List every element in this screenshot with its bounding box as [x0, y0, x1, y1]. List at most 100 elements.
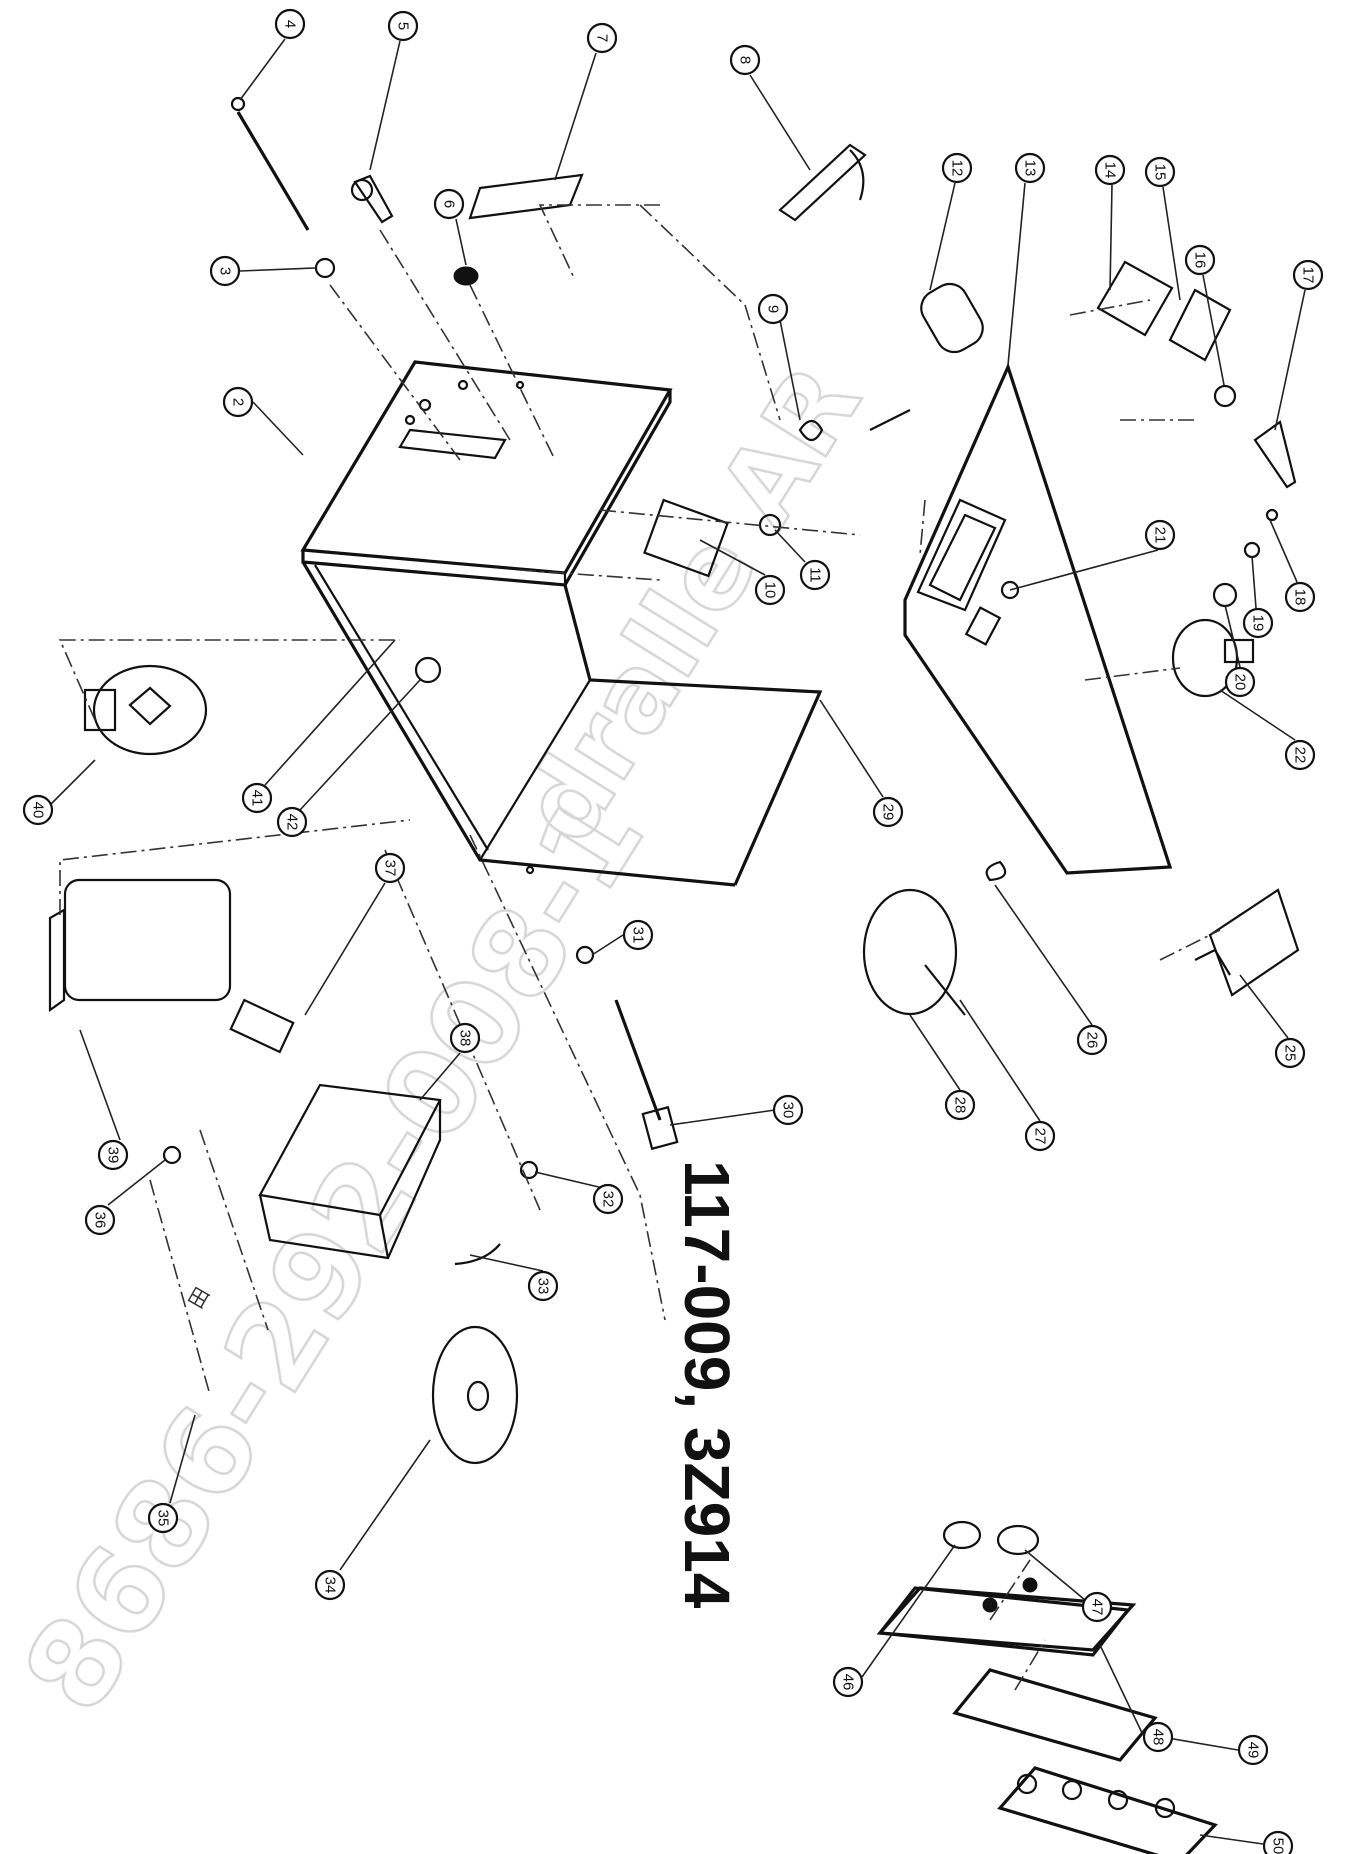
callout-5: 5 — [387, 10, 419, 42]
leader-line-7 — [554, 52, 597, 181]
callout-circle — [374, 852, 406, 884]
callout-8: 8 — [729, 44, 761, 76]
callout-20: 20 — [1224, 666, 1256, 698]
leader-line-29 — [819, 699, 884, 798]
callout-circle — [729, 44, 761, 76]
callout-number: 42 — [284, 814, 301, 831]
callout-circle — [1014, 152, 1046, 184]
callout-number: 16 — [1192, 252, 1209, 269]
callout-31: 31 — [622, 919, 654, 951]
assembly-line — [1159, 929, 1221, 961]
callout-circle — [1142, 1721, 1174, 1753]
callout-circle — [1292, 259, 1324, 291]
callout-number: 46 — [840, 1674, 857, 1691]
callout-12: 12 — [941, 152, 973, 184]
watermark: 8686-292-008-1 dralle AR — [0, 344, 886, 1736]
callout-number: 30 — [780, 1102, 797, 1119]
callout-circle — [1081, 1591, 1113, 1623]
leader-line-2 — [252, 401, 304, 456]
callout-circle — [1076, 1024, 1108, 1056]
callout-number: 33 — [535, 1278, 552, 1295]
callout-circle — [97, 1139, 129, 1171]
callout-number: 9 — [765, 305, 782, 313]
callout-14: 14 — [1094, 154, 1126, 186]
callout-circle — [1262, 1830, 1294, 1854]
leader-line-22 — [1219, 689, 1296, 741]
leader-line-12 — [929, 182, 956, 291]
callout-circle — [799, 559, 831, 591]
callout-number: 14 — [1102, 162, 1119, 179]
callout-number: 49 — [1245, 1742, 1262, 1759]
callout-number: 15 — [1152, 164, 1169, 181]
callout-circle — [274, 8, 306, 40]
callout-number: 29 — [880, 804, 897, 821]
callout-3: 3 — [209, 255, 241, 287]
leader-line-31 — [591, 934, 624, 956]
svg-text:田: 田 — [184, 1283, 215, 1312]
leader-line-13 — [1007, 182, 1026, 366]
callout-number: 19 — [1250, 615, 1267, 632]
callout-41: 41 — [241, 782, 273, 814]
leader-line-47 — [1024, 1549, 1086, 1601]
leader-line-32 — [534, 1171, 604, 1189]
callout-number: 27 — [1032, 1128, 1049, 1145]
assembly-line — [538, 204, 660, 281]
callout-number: 35 — [155, 1510, 172, 1527]
callout-6: 6 — [433, 188, 465, 220]
callout-circle — [1274, 1037, 1306, 1069]
callout-circle — [1024, 1120, 1056, 1152]
callout-circle — [1284, 739, 1316, 771]
callout-circle — [527, 1270, 559, 1302]
callout-4: 4 — [274, 8, 306, 40]
callout-circle — [754, 574, 786, 606]
callout-37: 37 — [374, 852, 406, 884]
callout-circle — [222, 386, 254, 418]
callout-circle — [84, 1204, 116, 1236]
callout-circle — [1237, 1734, 1269, 1766]
leader-line-38 — [419, 1052, 461, 1101]
callout-7: 7 — [586, 22, 618, 54]
callout-number: 5 — [395, 22, 412, 30]
leader-line-35 — [169, 1414, 196, 1504]
callout-number: 11 — [807, 567, 824, 583]
callout-11: 11 — [799, 559, 831, 591]
callout-number: 48 — [1150, 1729, 1167, 1746]
callout-number: 40 — [30, 802, 47, 819]
leader-line-36 — [107, 1159, 166, 1206]
callout-circle — [622, 919, 654, 951]
callout-number: 20 — [1232, 674, 1249, 691]
callout-number: 21 — [1152, 527, 1169, 544]
leader-line-28 — [909, 1014, 961, 1091]
callout-circle — [22, 794, 54, 826]
callout-circle — [592, 1183, 624, 1215]
callout-number: 31 — [630, 927, 647, 944]
callout-number: 6 — [441, 200, 458, 208]
callout-40: 40 — [22, 794, 54, 826]
callout-number: 18 — [1292, 589, 1309, 606]
callout-circle — [872, 796, 904, 828]
callout-47: 47 — [1081, 1591, 1113, 1623]
assembly-line — [1014, 1639, 1046, 1691]
leader-line-11 — [774, 529, 806, 563]
callout-39: 39 — [97, 1139, 129, 1171]
callout-13: 13 — [1014, 152, 1046, 184]
callout-19: 19 — [1242, 607, 1274, 639]
callout-circle — [314, 1569, 346, 1601]
callout-circle — [276, 806, 308, 838]
callout-circle — [433, 188, 465, 220]
callout-circle — [1284, 581, 1316, 613]
callout-32: 32 — [592, 1183, 624, 1215]
assembly-line — [59, 819, 411, 915]
callout-circle — [832, 1666, 864, 1698]
callout-38: 38 — [449, 1022, 481, 1054]
leader-line-14 — [1109, 184, 1113, 291]
assembly-line — [58, 639, 400, 721]
callout-16: 16 — [1184, 244, 1216, 276]
callout-number: 41 — [249, 790, 266, 807]
leader-line-26 — [994, 884, 1093, 1026]
control-panel-parts — [876, 1520, 1218, 1854]
leader-line-34 — [339, 1439, 431, 1571]
assembly-lines — [58, 204, 1221, 1691]
callout-49: 49 — [1237, 1734, 1269, 1766]
callout-circle — [1242, 607, 1274, 639]
